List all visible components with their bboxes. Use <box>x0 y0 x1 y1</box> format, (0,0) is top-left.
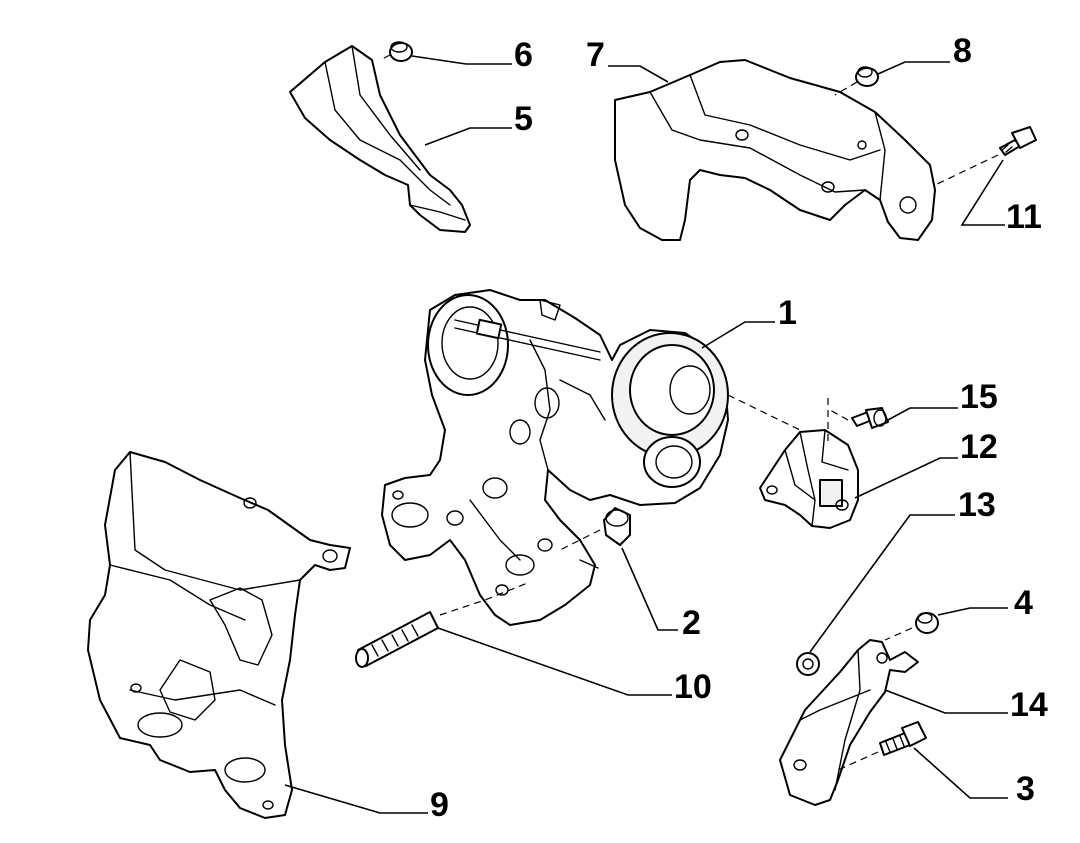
callout-9: 9 <box>430 786 449 824</box>
callout-12: 12 <box>960 428 998 466</box>
leader-7 <box>608 65 669 83</box>
part-6-nut <box>389 41 413 62</box>
callout-6: 6 <box>514 36 533 74</box>
part-11-bolt <box>999 126 1037 156</box>
leader-5 <box>424 127 512 146</box>
leader-8 <box>877 61 950 75</box>
callout-8: 8 <box>953 32 972 70</box>
part-15-bolt <box>851 407 889 429</box>
callout-15: 15 <box>960 378 998 416</box>
leader-11 <box>960 159 1005 226</box>
assembly-lines <box>379 54 999 771</box>
callout-7: 7 <box>586 36 605 74</box>
part-1-turbocharger <box>381 289 729 626</box>
part-14-support-bracket <box>779 639 919 806</box>
callout-labels: 6 5 7 8 11 1 15 12 13 2 4 14 10 3 9 <box>430 32 1048 824</box>
part-12-support-block <box>759 429 859 529</box>
leader-3 <box>913 747 1008 799</box>
leader-lines <box>284 55 1008 814</box>
part-2-spacer <box>603 507 631 546</box>
callout-3: 3 <box>1016 770 1035 808</box>
leader-1 <box>701 321 775 349</box>
part-8-nut <box>855 66 879 87</box>
leader-4 <box>937 607 1008 616</box>
leader-14 <box>884 689 1008 714</box>
callout-5: 5 <box>514 100 533 138</box>
part-13-washer <box>796 652 820 676</box>
part-10-stud <box>355 611 439 668</box>
leader-13 <box>809 514 955 653</box>
leader-2 <box>621 547 678 631</box>
part-7-bracket <box>614 59 936 241</box>
part-4-nut <box>915 612 939 634</box>
part-5-heat-shield <box>289 45 471 233</box>
leader-12 <box>854 457 958 499</box>
callout-10: 10 <box>674 668 712 706</box>
callout-1: 1 <box>778 294 797 332</box>
leader-6 <box>411 55 512 65</box>
callout-14: 14 <box>1010 686 1048 724</box>
leader-9 <box>284 784 428 814</box>
callout-11: 11 <box>1006 198 1042 236</box>
callout-13: 13 <box>958 486 996 524</box>
callout-2: 2 <box>682 604 701 642</box>
part-9-manifold-heat-shield <box>87 451 351 819</box>
leader-10 <box>437 627 672 696</box>
callout-4: 4 <box>1014 584 1033 622</box>
leader-15 <box>887 407 958 421</box>
part-3-bolt <box>879 721 927 756</box>
